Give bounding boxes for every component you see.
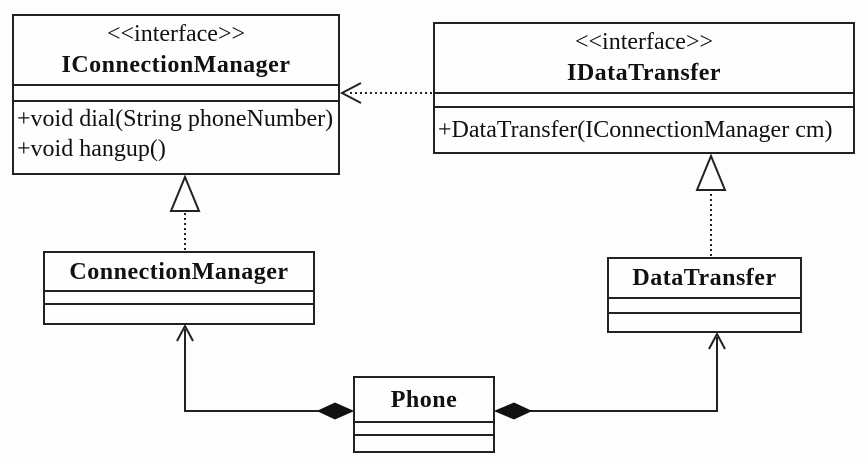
- class-box-iconnectionmanager: <<interface>> IConnectionManager +void d…: [12, 14, 340, 175]
- attributes-compartment: [609, 299, 800, 314]
- methods-compartment: [609, 314, 800, 331]
- methods-compartment: [45, 305, 313, 323]
- class-name: ConnectionManager: [69, 258, 289, 285]
- realization-datatransfer-to-idatatransfer: [695, 153, 727, 256]
- title-compartment: Phone: [355, 378, 493, 423]
- stereotype-label: <<interface>>: [106, 21, 246, 47]
- attributes-compartment: [45, 292, 313, 305]
- method-label: +DataTransfer(IConnectionManager cm): [438, 117, 833, 143]
- class-name: DataTransfer: [632, 265, 777, 291]
- title-compartment: DataTransfer: [609, 259, 800, 299]
- open-arrowhead-icon: [339, 82, 362, 104]
- class-name: IDataTransfer: [566, 60, 722, 86]
- methods-compartment: [355, 436, 493, 451]
- stereotype-label: <<interface>>: [574, 29, 714, 55]
- composition-diamond-icon: [316, 402, 355, 420]
- methods-compartment: +DataTransfer(IConnectionManager cm): [435, 108, 853, 152]
- open-arrowhead-icon: [708, 331, 726, 350]
- composition-line: [184, 329, 352, 412]
- attributes-compartment: [14, 86, 338, 102]
- title-compartment: ConnectionManager: [45, 253, 313, 292]
- method-label: +void dial(String phoneNumber): [17, 106, 334, 132]
- methods-compartment: +void dial(String phoneNumber) +void han…: [14, 102, 338, 173]
- open-arrowhead-icon: [176, 323, 194, 342]
- realization-connectionmanager-to-iconnectionmanager: [169, 174, 201, 250]
- title-compartment: <<interface>> IDataTransfer: [435, 24, 853, 94]
- class-box-connectionmanager: ConnectionManager: [43, 251, 315, 325]
- composition-line: [496, 337, 718, 412]
- class-box-phone: Phone: [353, 376, 495, 453]
- realization-triangle-icon: [169, 174, 201, 212]
- class-box-datatransfer: DataTransfer: [607, 257, 802, 333]
- attributes-compartment: [435, 94, 853, 108]
- class-name: IConnectionManager: [61, 52, 291, 78]
- composition-phone-to-datatransfer: [493, 331, 726, 420]
- composition-phone-to-connectionmanager: [176, 323, 355, 420]
- class-name: Phone: [390, 386, 458, 413]
- attributes-compartment: [355, 423, 493, 436]
- method-label: +void hangup(): [17, 136, 166, 162]
- dependency-idatatransfer-to-iconnectionmanager: [339, 82, 432, 104]
- class-box-idatatransfer: <<interface>> IDataTransfer +DataTransfe…: [433, 22, 855, 154]
- composition-diamond-icon: [493, 402, 533, 420]
- title-compartment: <<interface>> IConnectionManager: [14, 16, 338, 86]
- realization-triangle-icon: [695, 153, 727, 191]
